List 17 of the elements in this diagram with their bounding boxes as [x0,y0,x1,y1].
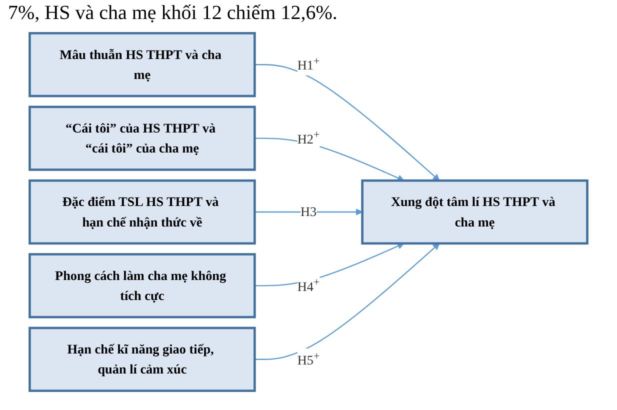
node-box: Đặc điểm TSL HS THPT và hạn chế nhận thức về [28,179,256,245]
edge-label: H3 [300,204,317,220]
node-box: Xung đột tâm lí HS THPT và cha mẹ [361,179,588,245]
edge-label: H1$^{+}$ [297,55,320,73]
arrow [254,64,440,181]
node-box: “Cái tôi” của HS THPT và “cái tôi” của cha mẹ [28,106,256,171]
arrow [254,208,363,216]
arrow [254,243,440,360]
node-box: Hạn chế kĩ năng giao tiếp, quản lí cảm xúc [28,326,256,392]
arrow [254,242,404,286]
node-box: Mâu thuẫn HS THPT và cha mẹ [28,32,256,98]
edge-label: H4$^{+}$ [297,276,320,294]
note-text: 7%, HS và cha mẹ khối 12 chiếm 12,6%. [7,1,338,26]
arrow [254,138,404,182]
edge-label: H2$^{+}$ [297,128,320,147]
node-box: Phong cách làm cha mẹ không tích cực [28,253,256,318]
edge-label: H5$^{+}$ [297,350,320,368]
